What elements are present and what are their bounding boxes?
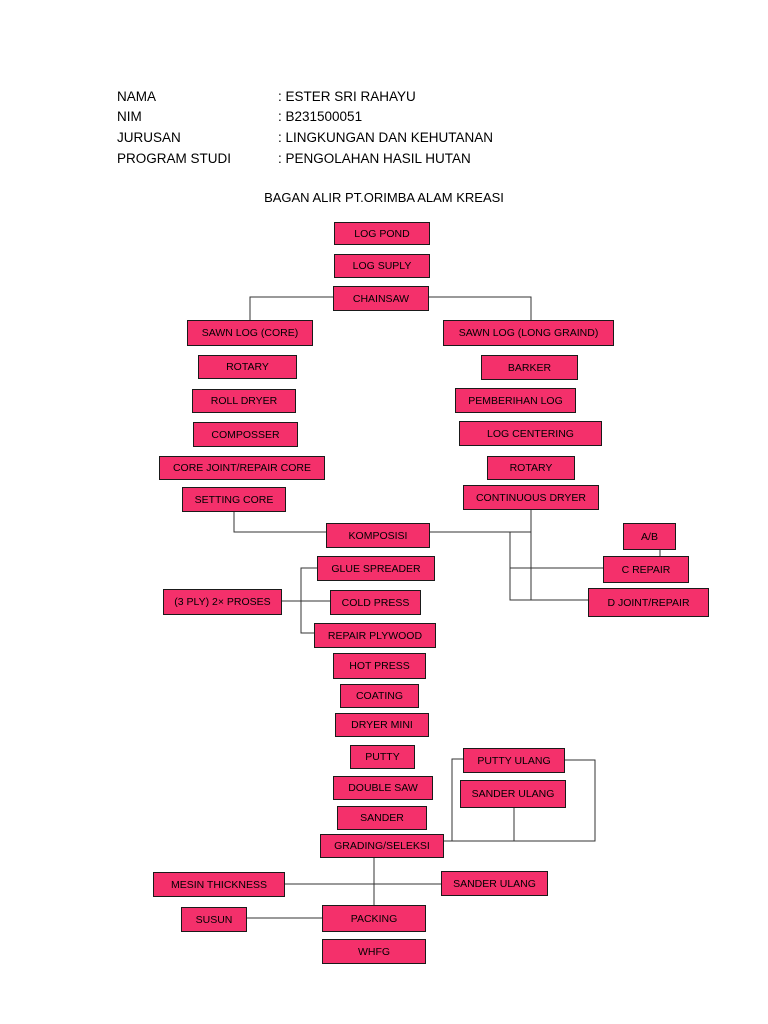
box-rotary-right: ROTARY [487,456,575,480]
box-c-repair: C REPAIR [603,556,689,583]
box-cold-press: COLD PRESS [330,590,421,615]
connector-komposisi-right [509,532,588,601]
box-whfg: WHFG [322,939,426,964]
info-value-prodi: : PENGOLAHAN HASIL HUTAN [278,151,471,166]
box-repair-plywood: REPAIR PLYWOOD [314,623,436,648]
connector-ply-loop [282,567,330,634]
box-hot-press: HOT PRESS [333,653,426,679]
box-sander: SANDER [337,806,427,830]
info-value-nama: : ESTER SRI RAHAYU [278,89,416,104]
box-glue-spreader: GLUE SPREADER [317,556,435,581]
box-sander-ulang-bottom: SANDER ULANG [441,871,548,896]
info-label-nama: NAMA [117,89,157,104]
box-setting-core: SETTING CORE [182,487,286,512]
connector-ab-repair [510,532,661,600]
box-chainsaw: CHAINSAW [333,286,429,311]
box-sawn-log-core: SAWN LOG (CORE) [187,320,313,346]
box-roll-dryer: ROLL DRYER [192,389,296,413]
box-rotary-left: ROTARY [198,355,297,379]
box-ab: A/B [623,523,676,550]
box-putty: PUTTY [350,745,415,769]
info-label-prodi: PROGRAM STUDI [117,151,232,166]
box-log-pond: LOG POND [334,222,430,245]
connector-grading-bottom [247,858,441,919]
box-packing: PACKING [322,905,426,932]
box-mesin-thickness: MESIN THICKNESS [153,872,285,897]
box-d-joint-repair: D JOINT/REPAIR [588,588,709,617]
connector-dryer-komposisi [430,510,532,533]
box-double-saw: DOUBLE SAW [333,776,433,800]
box-core-joint-repair-core: CORE JOINT/REPAIR CORE [159,456,325,480]
box-coating: COATING [340,684,419,708]
box-dryer-mini: DRYER MINI [335,713,429,737]
box-continuous-dryer: CONTINUOUS DRYER [463,485,599,510]
box-pemberihan-log: PEMBERIHAN LOG [455,388,576,413]
info-value-nim: : B231500051 [278,109,363,124]
box-sander-ulang-top: SANDER ULANG [460,780,566,808]
info-value-jurusan: : LINGKUNGAN DAN KEHUTANAN [278,130,494,145]
box-barker: BARKER [481,355,578,380]
info-label-nim: NIM [117,109,142,124]
box-log-centering: LOG CENTERING [459,421,602,446]
diagram-title: BAGAN ALIR PT.ORIMBA ALAM KREASI [264,190,504,205]
connector-core-komposisi [233,511,326,533]
box-komposisi: KOMPOSISI [326,523,430,548]
box-putty-ulang: PUTTY ULANG [463,748,565,773]
connector-putty-loop [444,758,596,842]
box-susun: SUSUN [181,907,247,932]
info-label-jurusan: JURUSAN [117,130,181,145]
box-composser: COMPOSSER [193,422,298,447]
box-sawn-log-long-graind: SAWN LOG (LONG GRAIND) [443,320,614,346]
box-log-suply: LOG SUPLY [334,254,430,278]
box-grading-seleksi: GRADING/SELEKSI [320,834,444,858]
box-3-ply-2x-proses: (3 PLY) 2× PROSES [163,589,282,615]
